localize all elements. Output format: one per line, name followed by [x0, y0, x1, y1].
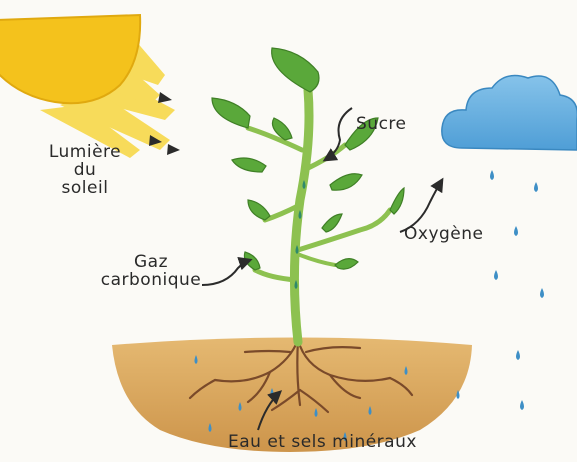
cloud-icon	[442, 76, 577, 150]
carbon-dioxide-label-line-2: carbonique	[96, 272, 206, 290]
carbon-dioxide-label: Gaz carbonique	[96, 254, 206, 290]
oxygen-label: Oxygène	[404, 226, 484, 244]
sunlight-label-line-3: soleil	[40, 180, 130, 198]
sun-icon	[0, 15, 180, 158]
sugar-label: Sucre	[356, 116, 407, 134]
sunlight-label-line-2: du	[40, 162, 130, 180]
co2-arrow	[202, 260, 250, 285]
sunlight-label: Lumière du soleil	[40, 144, 130, 198]
water-minerals-label: Eau et sels minéraux	[228, 434, 417, 452]
leaf-top	[272, 48, 319, 92]
rain-drops	[490, 170, 544, 410]
